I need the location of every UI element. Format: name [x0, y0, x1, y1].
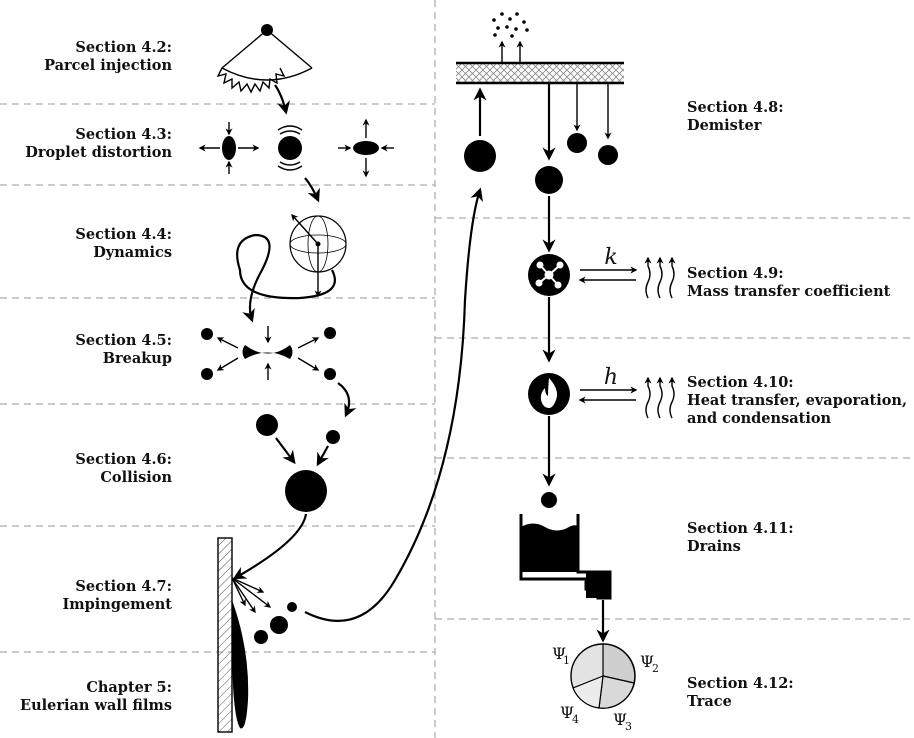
section-4-9-title: Section 4.9:	[687, 265, 784, 282]
svg-text:2: 2	[652, 662, 659, 675]
breakup-icon	[201, 326, 357, 418]
drain-tank-icon	[519, 492, 612, 643]
section-4-4-name: Dynamics	[93, 244, 172, 261]
section-4-11-title: Section 4.11:	[687, 520, 794, 537]
section-4-8-name: Demister	[687, 117, 762, 134]
section-4-5-name: Breakup	[103, 350, 172, 367]
trace-psi-1: Ψ 1	[552, 644, 570, 667]
dynamics-sphere-icon	[236, 213, 347, 323]
section-4-4-title: Section 4.4:	[75, 226, 172, 243]
section-4-10-name-cont: and condensation	[687, 410, 832, 427]
section-4-6-name: Collision	[100, 469, 172, 486]
trace-psi-3: Ψ 3	[613, 710, 632, 733]
section-4-9-label: Section 4.9: Mass transfer coefficient	[687, 265, 891, 300]
section-4-12-label: Section 4.12: Trace	[687, 675, 794, 710]
mass-transfer-k-symbol: k	[604, 245, 617, 270]
section-4-2-name: Parcel injection	[44, 57, 172, 74]
section-4-9-name: Mass transfer coefficient	[687, 283, 891, 300]
chapter-5-label: Chapter 5: Eulerian wall films	[20, 679, 172, 714]
heat-transfer-h-symbol: h	[604, 365, 618, 390]
collision-icon	[232, 414, 340, 580]
droplet-distortion-icon	[198, 118, 394, 203]
impingement-wall-icon	[217, 537, 297, 733]
section-4-3-title: Section 4.3:	[75, 126, 172, 143]
section-4-2-title: Section 4.2:	[75, 39, 172, 56]
demister-mesh-icon	[456, 12, 624, 253]
svg-text:Ψ: Ψ	[552, 644, 566, 663]
svg-text:Ψ: Ψ	[560, 703, 574, 722]
section-4-12-name: Trace	[687, 693, 732, 710]
svg-text:Ψ: Ψ	[640, 652, 654, 671]
section-4-12-title: Section 4.12:	[687, 675, 794, 692]
section-4-7-name: Impingement	[63, 596, 173, 613]
connector-impingement-to-demister	[304, 187, 483, 622]
section-4-8-label: Section 4.8: Demister	[687, 99, 784, 134]
svg-text:Ψ: Ψ	[613, 710, 627, 729]
mass-transfer-icon: k	[528, 245, 676, 363]
heat-transfer-flame-icon: h	[528, 365, 676, 487]
svg-text:4: 4	[572, 713, 579, 726]
section-4-7-title: Section 4.7:	[75, 578, 172, 595]
section-4-4-label: Section 4.4: Dynamics	[75, 226, 172, 261]
section-4-6-title: Section 4.6:	[75, 451, 172, 468]
section-4-11-name: Drains	[687, 538, 741, 555]
section-4-10-label: Section 4.10: Heat transfer, evaporation…	[687, 374, 907, 427]
section-4-3-label: Section 4.3: Droplet distortion	[25, 126, 172, 161]
section-4-11-label: Section 4.11: Drains	[687, 520, 794, 555]
section-4-6-label: Section 4.6: Collision	[75, 451, 172, 486]
section-4-3-name: Droplet distortion	[25, 144, 172, 161]
section-4-10-title: Section 4.10:	[687, 374, 794, 391]
chapter-5-title: Chapter 5:	[86, 679, 172, 696]
wall-film-icon	[232, 600, 249, 729]
trace-psi-4: Ψ 4	[560, 703, 579, 726]
section-4-5-title: Section 4.5:	[75, 332, 172, 349]
section-4-2-label: Section 4.2: Parcel injection	[44, 39, 172, 74]
section-4-5-label: Section 4.5: Breakup	[75, 332, 172, 367]
section-4-10-name: Heat transfer, evaporation,	[687, 392, 907, 409]
chapter-5-name: Eulerian wall films	[20, 697, 172, 714]
section-4-7-label: Section 4.7: Impingement	[63, 578, 173, 613]
trace-pie-icon: Ψ 1 Ψ 2 Ψ 3 Ψ 4	[552, 643, 659, 733]
parcel-injection-icon	[216, 24, 313, 115]
section-4-8-title: Section 4.8:	[687, 99, 784, 116]
svg-text:1: 1	[563, 654, 570, 667]
trace-psi-2: Ψ 2	[640, 652, 659, 675]
svg-text:3: 3	[625, 720, 632, 733]
